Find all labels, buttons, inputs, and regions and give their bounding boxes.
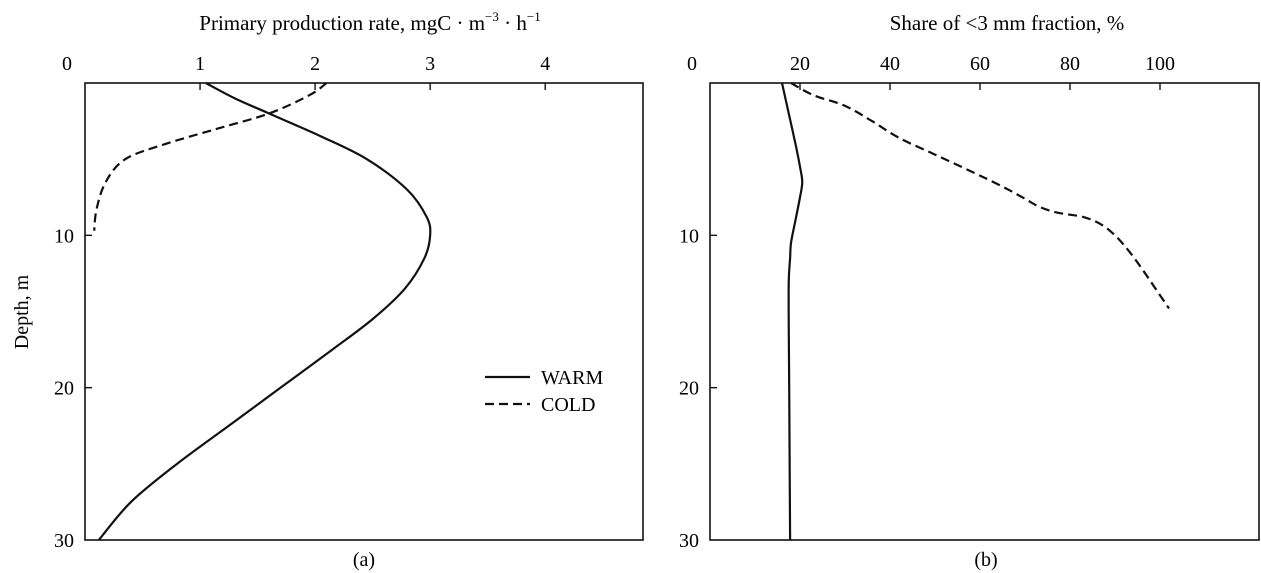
panel-b-y-tick-label: 10 <box>679 225 699 247</box>
panel-a-y-tick-label: 30 <box>54 530 74 552</box>
legend: WARM COLD <box>485 367 603 416</box>
panel-b-y-tick-label: 20 <box>679 378 699 400</box>
panel-b-series-dashed-line <box>790 82 1170 310</box>
panel-a-x-ticks: 0 1 2 3 4 <box>62 53 550 90</box>
panel-a-series-warm-line <box>97 82 432 541</box>
panel-b-x-tick-label: 20 <box>790 53 810 75</box>
panel-a-x-tick-label: 3 <box>425 53 435 75</box>
panel-b-caption: (b) <box>974 549 997 571</box>
panel-b-y-ticks: 10 20 30 <box>679 225 717 552</box>
panel-a-x-tick-label: 4 <box>540 53 550 75</box>
panel-a-y-ticks: 10 20 30 <box>54 225 92 552</box>
panel-a-caption: (a) <box>353 549 375 571</box>
panel-b-x-tick-label: 0 <box>687 53 697 75</box>
panel-b-frame <box>709 82 1260 541</box>
panel-a-frame <box>84 82 644 541</box>
panel-b-y-tick-label: 30 <box>679 530 699 552</box>
legend-cold-label: COLD <box>541 394 595 416</box>
panel-b-x-tick-label: 100 <box>1145 53 1175 75</box>
panel-a-series <box>93 82 432 541</box>
panel-b-x-tick-label: 60 <box>970 53 990 75</box>
panel-a-y-tick-label: 20 <box>54 378 74 400</box>
panel-a-series-cold-line <box>93 82 328 231</box>
panel-a-x-tick-label: 0 <box>62 53 72 75</box>
panel-a-x-tick-label: 2 <box>310 53 320 75</box>
panel-b-series <box>780 82 1170 541</box>
panel-a: Primary production rate, mgC · m−3 · h−1… <box>11 9 644 571</box>
panel-a-x-tick-label: 1 <box>195 53 205 75</box>
panel-b-x-tick-label: 80 <box>1060 53 1080 75</box>
panel-a-title: Primary production rate, mgC · m−3 · h−1 <box>199 9 540 35</box>
panel-b-x-ticks: 0 20 40 60 80 100 <box>687 53 1175 90</box>
panel-a-y-tick-label: 10 <box>54 225 74 247</box>
panel-b-series-solid-line <box>780 82 804 541</box>
panel-b-x-tick-label: 40 <box>880 53 900 75</box>
panel-a-y-axis-label: Depth, m <box>11 274 33 349</box>
panel-b-title: Share of <3 mm fraction, % <box>890 11 1125 35</box>
legend-warm-label: WARM <box>541 367 603 389</box>
